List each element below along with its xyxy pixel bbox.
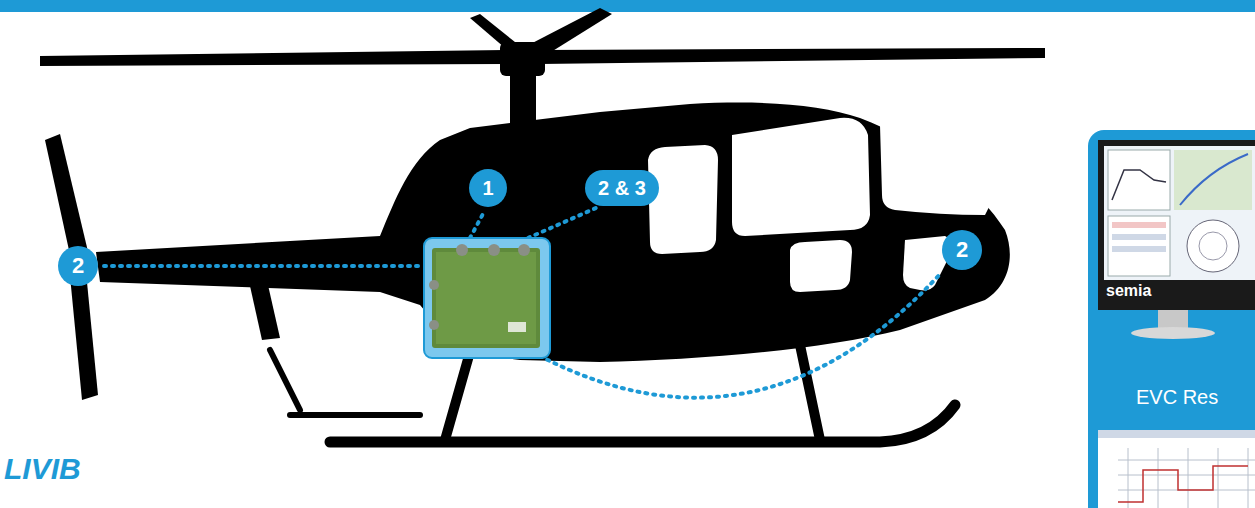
unit-face bbox=[436, 252, 536, 344]
skid bbox=[330, 405, 955, 442]
leader-line bbox=[528, 208, 596, 238]
results-panel: EVC Res bbox=[1088, 130, 1255, 508]
screen-route bbox=[1180, 154, 1248, 205]
product-name: LIVIB bbox=[4, 452, 81, 486]
windshield bbox=[880, 125, 990, 215]
brand-label: semia bbox=[1106, 282, 1151, 300]
skid-strut bbox=[445, 352, 470, 440]
node-text: 2 bbox=[72, 246, 84, 286]
screen-polar bbox=[1199, 232, 1227, 260]
rotor-hub bbox=[500, 42, 545, 76]
screen-chart bbox=[1108, 150, 1170, 210]
grid-line bbox=[1128, 448, 1248, 508]
leader-line bbox=[470, 212, 484, 238]
tail-rotor-blade bbox=[45, 134, 90, 264]
screen-curve bbox=[1112, 170, 1166, 200]
window bbox=[648, 145, 718, 254]
node-text: 2 & 3 bbox=[598, 170, 646, 206]
tail-fin bbox=[250, 285, 280, 340]
skid-strut bbox=[270, 350, 300, 410]
rotor-blade bbox=[540, 48, 1045, 64]
monitor-illustration bbox=[1088, 130, 1255, 508]
monitor-frame bbox=[1098, 140, 1255, 310]
helicopter-silhouette bbox=[40, 8, 1045, 400]
tail-rotor-blade bbox=[70, 272, 98, 400]
screen-map bbox=[1174, 150, 1252, 210]
monitor-base bbox=[1131, 327, 1215, 339]
top-bar bbox=[0, 0, 1255, 12]
callout-number: 2 & 3 bbox=[585, 170, 659, 206]
report-image bbox=[1098, 430, 1255, 508]
screen-chart bbox=[1108, 216, 1170, 276]
unit-box bbox=[432, 248, 540, 348]
connector bbox=[456, 244, 468, 256]
node-text: 2 bbox=[956, 230, 968, 270]
leader-line bbox=[540, 272, 942, 398]
connector bbox=[488, 244, 500, 256]
connector bbox=[429, 280, 439, 290]
rotor-blade bbox=[40, 50, 505, 66]
grid-line bbox=[1118, 460, 1255, 490]
window bbox=[790, 240, 852, 292]
unit-plate bbox=[508, 322, 526, 332]
skid-strut bbox=[800, 345, 820, 440]
window bbox=[732, 118, 870, 236]
report-curve bbox=[1118, 466, 1248, 502]
screen-table bbox=[1112, 222, 1166, 228]
windows bbox=[648, 118, 990, 292]
node-text: EVC Res bbox=[1136, 386, 1218, 409]
report-header bbox=[1098, 430, 1255, 438]
connector bbox=[429, 320, 439, 330]
screen-table bbox=[1112, 246, 1166, 252]
node-text: 1 bbox=[482, 169, 493, 207]
leader-line bbox=[104, 264, 424, 268]
screen-polar bbox=[1187, 220, 1239, 272]
rotor-mast bbox=[510, 74, 536, 124]
skids bbox=[270, 345, 955, 442]
unit-highlight bbox=[424, 238, 550, 358]
callout-number: 1 bbox=[469, 169, 507, 207]
callout-number: 2 bbox=[58, 246, 98, 286]
leader-lines bbox=[104, 208, 942, 398]
fuselage bbox=[96, 103, 1010, 362]
callout-number: 2 bbox=[942, 230, 982, 270]
screen-table bbox=[1112, 234, 1166, 240]
report-grid bbox=[1118, 448, 1255, 508]
monitor-screen bbox=[1104, 146, 1255, 280]
connector bbox=[518, 244, 530, 256]
skid bbox=[290, 412, 420, 418]
sensor-unit bbox=[424, 238, 550, 358]
